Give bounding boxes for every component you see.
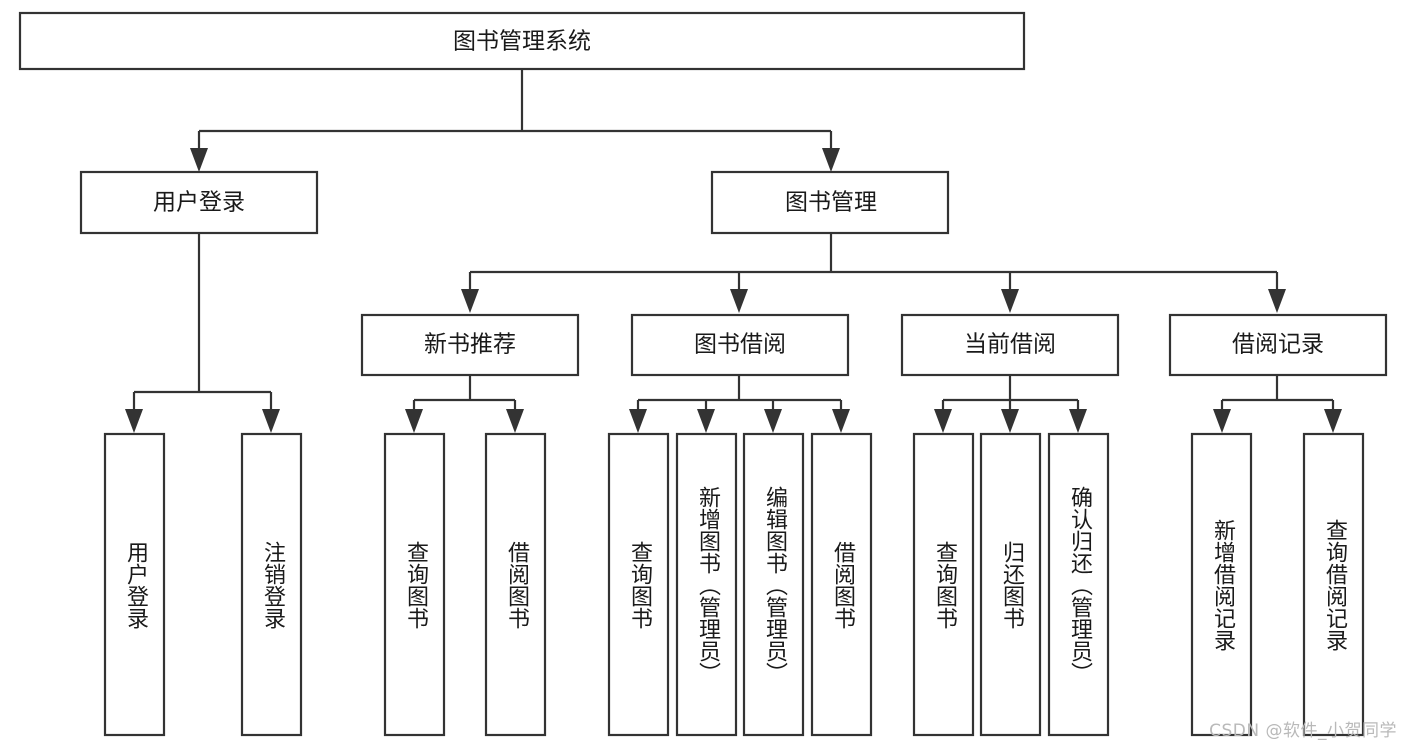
arrow-to-leaf-return-book	[1001, 409, 1019, 433]
node-book-manage[interactable]: 图书管理	[710, 170, 950, 235]
node-leaf-add-book-label: 新增图书（管理员）	[695, 486, 721, 684]
arrow-to-book-borrow	[730, 289, 748, 313]
connector-currentborrow-to-bus	[941, 376, 1080, 409]
node-leaf-borrow-book-2[interactable]: 借阅图书	[810, 432, 873, 737]
arrow-to-book-manage	[822, 148, 840, 172]
arrow-to-leaf-add-record	[1213, 409, 1231, 433]
node-leaf-confirm-return-box	[1047, 432, 1110, 737]
node-leaf-query-book-1-box	[383, 432, 446, 737]
connector-root-to-bus	[197, 69, 833, 148]
node-leaf-query-book-3[interactable]: 查询图书	[912, 432, 975, 737]
node-leaf-return-book[interactable]: 归还图书	[979, 432, 1042, 737]
node-leaf-query-book-1[interactable]: 查询图书	[383, 432, 446, 737]
node-current-borrow-box	[900, 313, 1120, 377]
node-leaf-borrow-book-2-box	[810, 432, 873, 737]
connector-bookborrow-to-bus	[636, 376, 843, 409]
node-leaf-add-record-label: 新增借阅记录	[1210, 519, 1236, 651]
arrow-to-leaf-borrow-book-2	[832, 409, 850, 433]
node-current-borrow[interactable]: 当前借阅	[900, 313, 1120, 377]
node-leaf-edit-book[interactable]: 编辑图书（管理员）	[742, 432, 805, 737]
node-borrow-record-box	[1168, 313, 1388, 377]
arrow-to-leaf-query-book-3	[934, 409, 952, 433]
arrow-to-leaf-logout	[262, 409, 280, 433]
node-leaf-borrow-book-2-label: 借阅图书	[830, 541, 856, 629]
node-leaf-user-login[interactable]: 用户登录	[103, 432, 166, 737]
node-user-login-label: 用户登录	[153, 190, 245, 216]
node-book-manage-box	[710, 170, 950, 235]
node-leaf-logout-box	[240, 432, 303, 737]
node-new-book-recommend[interactable]: 新书推荐	[360, 313, 580, 377]
node-leaf-query-book-3-box	[912, 432, 975, 737]
arrow-to-leaf-query-record	[1324, 409, 1342, 433]
node-leaf-add-book-box	[675, 432, 738, 737]
node-leaf-user-login-label: 用户登录	[123, 541, 149, 629]
node-new-book-recommend-label: 新书推荐	[424, 332, 516, 358]
node-book-borrow-label: 图书借阅	[694, 332, 786, 358]
arrow-to-borrow-record	[1268, 289, 1286, 313]
node-leaf-return-book-label: 归还图书	[999, 541, 1025, 629]
arrow-to-leaf-borrow-book-1	[506, 409, 524, 433]
connector-bookmanage-to-bus	[468, 233, 1279, 289]
node-leaf-logout[interactable]: 注销登录	[240, 432, 303, 737]
node-leaf-borrow-book-1[interactable]: 借阅图书	[484, 432, 547, 737]
node-leaf-query-record-box	[1302, 432, 1365, 737]
node-root-box	[18, 11, 1026, 71]
node-book-borrow-box	[630, 313, 850, 377]
node-leaf-borrow-book-1-label: 借阅图书	[504, 541, 530, 629]
arrow-to-new-book-recommend	[461, 289, 479, 313]
arrow-to-user-login	[190, 148, 208, 172]
node-leaf-add-book[interactable]: 新增图书（管理员）	[675, 432, 738, 737]
node-leaf-add-record-box	[1190, 432, 1253, 737]
node-leaf-user-login-box	[103, 432, 166, 737]
node-book-manage-label: 图书管理	[785, 190, 877, 216]
node-user-login[interactable]: 用户登录	[79, 170, 319, 235]
node-leaf-confirm-return-label: 确认归还（管理员）	[1067, 486, 1093, 684]
arrow-to-leaf-add-book	[697, 409, 715, 433]
node-leaf-query-book-1-label: 查询图书	[403, 541, 429, 629]
node-current-borrow-label: 当前借阅	[964, 332, 1056, 358]
arrow-to-leaf-query-book-2	[629, 409, 647, 433]
arrow-to-current-borrow	[1001, 289, 1019, 313]
node-book-borrow[interactable]: 图书借阅	[630, 313, 850, 377]
connector-borrowrecord-to-bus	[1220, 376, 1335, 409]
connector-layer	[125, 69, 1342, 433]
arrow-to-leaf-user-login	[125, 409, 143, 433]
node-leaf-borrow-book-1-box	[484, 432, 547, 737]
node-new-book-recommend-box	[360, 313, 580, 377]
node-leaf-query-book-2[interactable]: 查询图书	[607, 432, 670, 737]
node-leaf-query-book-2-label: 查询图书	[627, 541, 653, 629]
node-user-login-box	[79, 170, 319, 235]
connector-userlogin-to-bus	[132, 233, 273, 409]
node-leaf-confirm-return[interactable]: 确认归还（管理员）	[1047, 432, 1110, 737]
node-leaf-add-record[interactable]: 新增借阅记录	[1190, 432, 1253, 737]
csdn-watermark: CSDN @软件_小贺同学	[1209, 721, 1397, 741]
node-leaf-return-book-box	[979, 432, 1042, 737]
connector-newbook-to-bus	[412, 376, 517, 409]
arrow-to-leaf-query-book-1	[405, 409, 423, 433]
node-leaf-query-record-label: 查询借阅记录	[1322, 519, 1348, 651]
node-leaf-query-book-2-box	[607, 432, 670, 737]
node-leaf-edit-book-box	[742, 432, 805, 737]
arrow-to-leaf-edit-book	[764, 409, 782, 433]
node-leaf-query-book-3-label: 查询图书	[932, 541, 958, 629]
node-root-label: 图书管理系统	[453, 29, 591, 55]
node-borrow-record[interactable]: 借阅记录	[1168, 313, 1388, 377]
node-borrow-record-label: 借阅记录	[1232, 332, 1324, 358]
node-root[interactable]: 图书管理系统	[18, 11, 1026, 71]
node-leaf-query-record[interactable]: 查询借阅记录	[1302, 432, 1365, 737]
node-leaf-logout-label: 注销登录	[260, 541, 286, 629]
node-leaf-edit-book-label: 编辑图书（管理员）	[762, 486, 788, 684]
arrow-to-leaf-confirm-return	[1069, 409, 1087, 433]
